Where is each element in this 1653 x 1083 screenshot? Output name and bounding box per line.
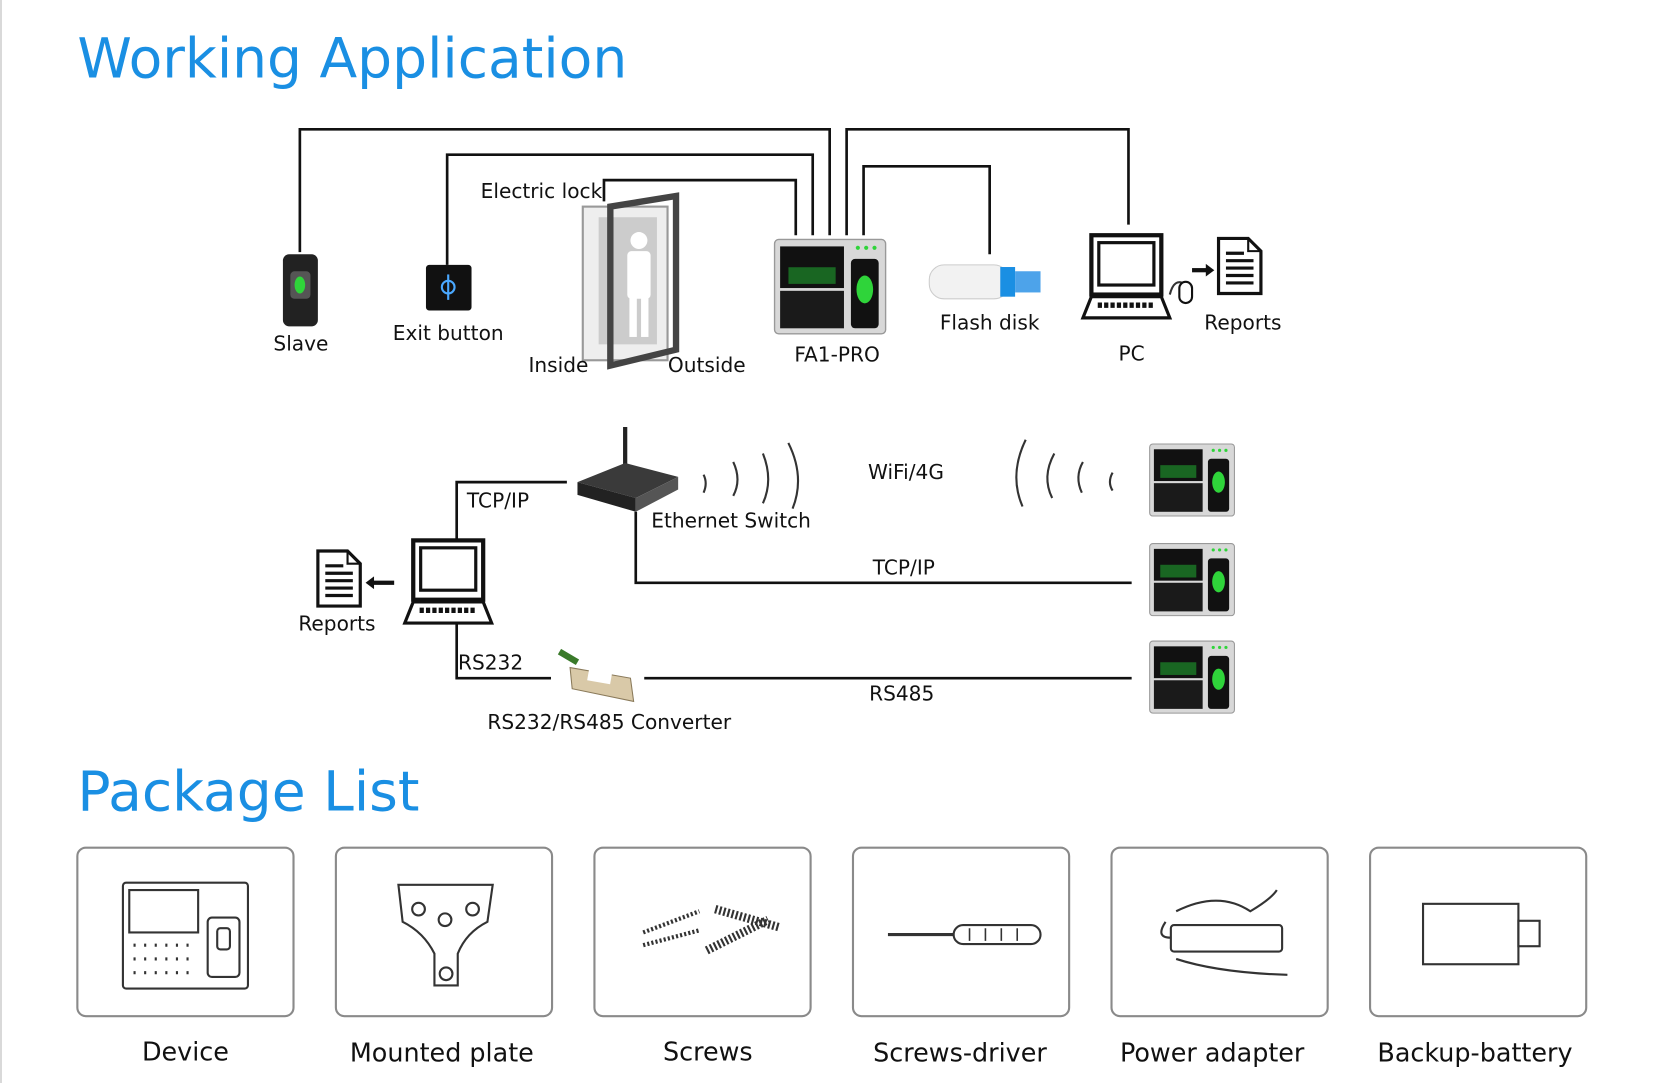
power-adapter-icon bbox=[1160, 889, 1288, 976]
server-pc-icon bbox=[405, 540, 492, 623]
reports-doc-icon bbox=[1216, 236, 1263, 296]
inside-label: Inside bbox=[528, 353, 588, 377]
wifi-device-icon bbox=[1149, 443, 1235, 517]
ethernet-switch-label: Ethernet Switch bbox=[651, 509, 811, 533]
package-item-mounted-plate: Mounted plate bbox=[334, 846, 554, 1068]
tcpip-line-label: TCP/IP bbox=[872, 555, 935, 579]
electric-lock-label: Electric lock bbox=[481, 179, 603, 203]
package-label: Screws-driver bbox=[873, 1038, 1047, 1068]
rs485-device-icon bbox=[1149, 640, 1235, 714]
package-label: Screws bbox=[663, 1037, 753, 1067]
fa1-pro-label: FA1-PRO bbox=[794, 342, 880, 366]
fa1-pro-device-icon bbox=[773, 238, 887, 335]
screwdriver-icon bbox=[887, 923, 1042, 946]
package-item-screwdriver: Screws-driver bbox=[851, 846, 1071, 1068]
package-label: Power adapter bbox=[1120, 1038, 1305, 1068]
mouse-icon bbox=[1168, 280, 1194, 305]
converter-label: RS232/RS485 Converter bbox=[487, 710, 731, 734]
wifi-waves-right-icon bbox=[702, 442, 800, 510]
exit-button-wire bbox=[445, 153, 815, 265]
flash-disk-wire bbox=[862, 165, 991, 255]
slave-reader-icon bbox=[282, 254, 318, 327]
mounting-plate-icon bbox=[397, 883, 494, 987]
reports-label-2: Reports bbox=[298, 611, 375, 635]
reports-label: Reports bbox=[1204, 311, 1281, 335]
wifi-label: WiFi/4G bbox=[868, 460, 944, 484]
pc-icon bbox=[1083, 235, 1170, 318]
converter-icon bbox=[557, 648, 635, 703]
package-item-backup-battery: Backup-battery bbox=[1369, 846, 1588, 1068]
device-icon bbox=[121, 881, 250, 990]
working-application-heading: Working Application bbox=[77, 26, 627, 90]
package-label: Backup-battery bbox=[1377, 1038, 1572, 1068]
rs232-label: RS232 bbox=[458, 651, 523, 675]
screws-icon bbox=[642, 905, 780, 955]
reports-doc-icon-2 bbox=[316, 549, 362, 608]
pc-wire bbox=[845, 127, 1130, 236]
package-list-heading: Package List bbox=[77, 760, 419, 824]
wifi-waves-left-icon bbox=[1015, 439, 1114, 507]
tcpip-wire bbox=[634, 511, 1132, 585]
package-item-power-adapter: Power adapter bbox=[1110, 846, 1329, 1068]
ethernet-switch-icon bbox=[577, 427, 679, 512]
exit-button-label: Exit button bbox=[393, 321, 504, 345]
page-edge bbox=[0, 0, 2, 1083]
pc-label: PC bbox=[1119, 341, 1145, 365]
electric-lock-wire bbox=[602, 178, 798, 236]
package-label: Mounted plate bbox=[350, 1038, 534, 1068]
flash-disk-icon bbox=[928, 264, 1041, 300]
rs485-label: RS485 bbox=[869, 681, 934, 705]
slave-label: Slave bbox=[273, 332, 328, 356]
battery-icon bbox=[1421, 902, 1541, 966]
outside-label: Outside bbox=[668, 353, 746, 377]
tcpip-device-icon bbox=[1149, 543, 1235, 617]
slave-wire bbox=[298, 127, 831, 253]
tcpip-left-label: TCP/IP bbox=[466, 489, 529, 513]
door-icon bbox=[581, 192, 680, 370]
package-item-device: Device bbox=[76, 846, 295, 1067]
exit-button-icon bbox=[425, 264, 472, 311]
package-label: Device bbox=[142, 1037, 229, 1067]
tcpip-wire-left bbox=[455, 480, 567, 541]
package-item-screws: Screws bbox=[593, 846, 812, 1067]
flash-disk-label: Flash disk bbox=[940, 311, 1040, 335]
rs232-wire bbox=[455, 623, 551, 680]
